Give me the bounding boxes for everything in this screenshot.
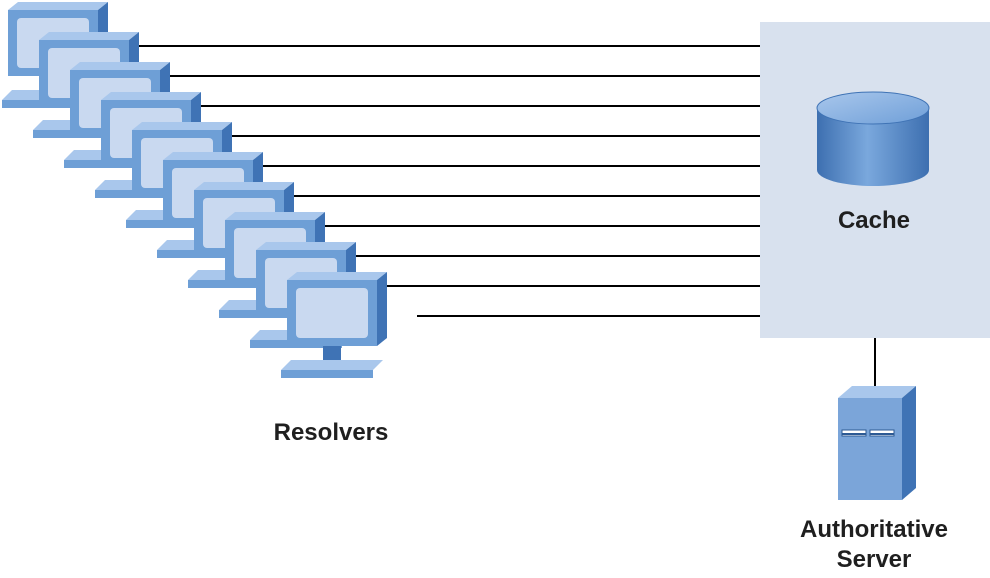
resolvers-label: Resolvers [274, 419, 389, 446]
database-cylinder-icon [816, 91, 930, 186]
resolver-connections [138, 45, 760, 317]
server-tower-icon [838, 386, 916, 500]
cache-label: Cache [838, 207, 910, 234]
resolver-group [2, 2, 387, 378]
computer-monitor-icon [281, 272, 387, 378]
server-label-line2: Server [837, 546, 912, 573]
server-label-line1: Authoritative [800, 516, 948, 543]
